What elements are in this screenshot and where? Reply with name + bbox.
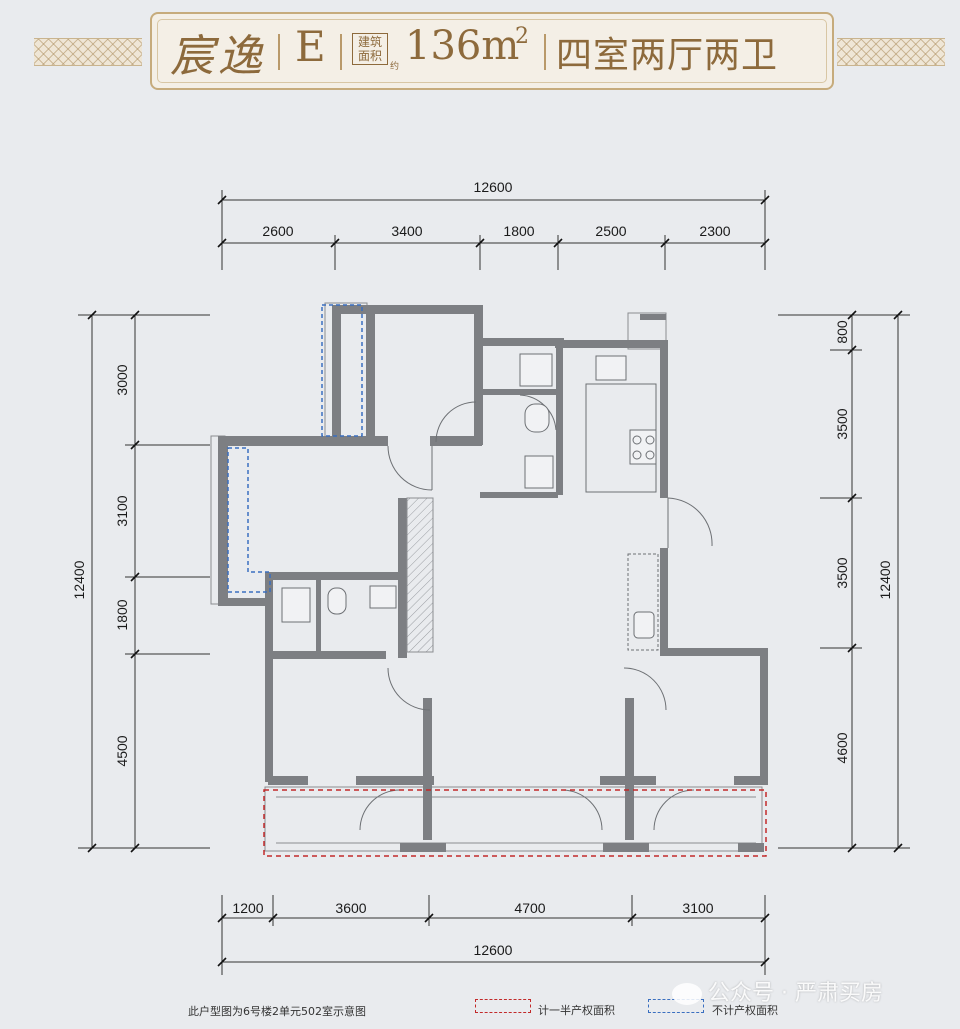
kitchen-sink-icon — [595, 355, 627, 381]
area-value: 136m — [405, 23, 520, 69]
kitchen-counter — [585, 383, 657, 493]
lattice-ornament-right — [837, 38, 945, 66]
unit-code: E — [295, 22, 326, 71]
dim-left-total: 12400 — [71, 560, 87, 599]
title-divider — [544, 34, 546, 70]
dim-top-segment: 1800 — [503, 223, 534, 239]
area-prefix: 约 — [390, 62, 400, 72]
watermark: 公众号 · 严肃买房 — [672, 975, 883, 1007]
toilet-icon — [327, 587, 347, 615]
fixtures — [281, 353, 659, 651]
title-plate: 宸逸 E 建筑面积 约 136m 2 四室两厅两卫 — [150, 12, 834, 90]
dim-left-segment: 3100 — [114, 495, 130, 526]
dim-left-segment: 3000 — [114, 364, 130, 395]
area-label: 建筑面积 — [352, 33, 388, 65]
footer-note: 此户型图为6号楼2单元502室示意图 — [188, 1005, 366, 1018]
dim-bottom-total: 12600 — [474, 942, 513, 958]
dim-left-segment: 4500 — [114, 735, 130, 766]
dim-right-total: 12400 — [877, 560, 893, 599]
watermark-text: 公众号 · 严肃买房 — [708, 981, 883, 1006]
dim-top-segment: 2300 — [699, 223, 730, 239]
dim-left-segment: 1800 — [114, 599, 130, 630]
dimension-ticks — [87, 195, 903, 967]
dim-right-segment: 800 — [834, 320, 850, 344]
interior-floor — [222, 310, 762, 855]
header-banner: 宸逸 E 建筑面积 约 136m 2 四室两厅两卫 — [0, 0, 960, 100]
wardrobe — [406, 497, 434, 653]
title-divider — [340, 34, 342, 70]
toilet-icon — [524, 403, 550, 433]
door-swings — [359, 394, 713, 831]
fridge-cabinet — [627, 553, 659, 651]
dim-top-segment: 2500 — [595, 223, 626, 239]
dim-top-total: 12600 — [474, 179, 513, 195]
title-divider — [278, 34, 280, 70]
legend-half-area-label: 计一半产权面积 — [538, 1004, 615, 1017]
walls — [218, 305, 768, 852]
dim-top-segment: 3400 — [391, 223, 422, 239]
project-name: 宸逸 — [170, 31, 266, 82]
half-area-boundary — [263, 789, 767, 857]
shower-fixture — [519, 353, 553, 387]
shower-fixture — [281, 587, 311, 623]
sink-icon — [369, 585, 397, 609]
washer-icon — [633, 611, 655, 639]
wechat-icon — [672, 983, 702, 1005]
dim-right-segment: 4600 — [834, 732, 850, 763]
dim-bottom-segment: 3600 — [335, 900, 366, 916]
dim-bottom-segment: 1200 — [232, 900, 263, 916]
excluded-area-boundary — [321, 304, 363, 437]
layout-text: 四室两厅两卫 — [556, 35, 779, 76]
dim-bottom-segment: 4700 — [514, 900, 545, 916]
dim-right-segment: 3500 — [834, 557, 850, 588]
dim-right-segment: 3500 — [834, 408, 850, 439]
excluded-area-boundary — [227, 447, 271, 593]
dimension-lines — [78, 190, 910, 975]
legend-half-area-swatch — [475, 999, 531, 1013]
sink-icon — [524, 455, 554, 489]
area-unit-superscript: 2 — [515, 24, 529, 49]
dim-top-segment: 2600 — [262, 223, 293, 239]
legend-excluded-area-label: 不计产权面积 — [712, 1004, 778, 1017]
lattice-ornament-left — [34, 38, 142, 66]
dim-bottom-segment: 3100 — [682, 900, 713, 916]
